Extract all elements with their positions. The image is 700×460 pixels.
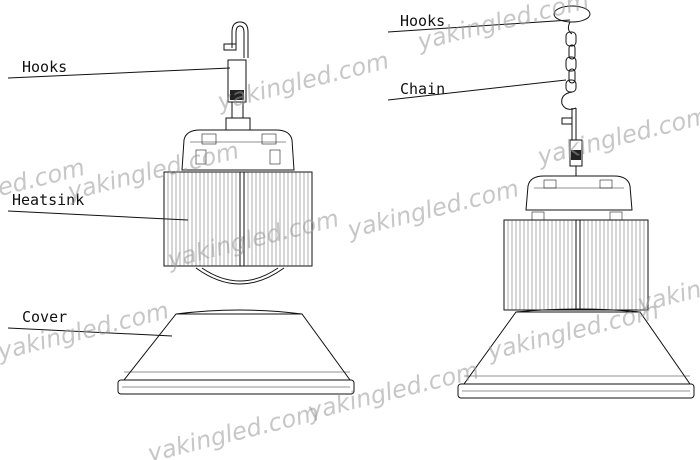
- watermark-7: yakingled.com: [164, 204, 342, 274]
- left-driver-housing: [181, 129, 295, 171]
- right-heatsink: [503, 219, 649, 311]
- left-heatsink: [163, 171, 313, 267]
- watermark-6: yakingled.com: [344, 174, 522, 244]
- right-ceiling-hook: [553, 5, 591, 35]
- left-hook: [223, 21, 251, 131]
- left-lens-ring: [195, 267, 285, 285]
- watermark-2: yakingled.com: [214, 46, 392, 116]
- leader-left-hooks: [7, 67, 231, 79]
- watermark-11: yakingled.com: [144, 398, 322, 460]
- label-left-cover-text: Cover: [22, 308, 67, 326]
- left-cover: [117, 309, 355, 395]
- leader-left-cover: [7, 327, 173, 337]
- left-lamp: [117, 21, 355, 395]
- watermark-9: yakingled.com: [484, 296, 662, 366]
- right-driver-housing: [525, 175, 633, 221]
- watermark-8: yakingled.com: [0, 296, 172, 366]
- watermark-10: yakingled.com: [304, 356, 482, 426]
- label-left-hooks: Hooks: [7, 58, 231, 79]
- watermark-1: yakingled.com: [414, 0, 592, 56]
- label-right-hooks-text: Hooks: [400, 12, 445, 30]
- leader-right-hooks: [387, 19, 571, 33]
- right-chain: [565, 31, 577, 93]
- label-left-hooks-text: Hooks: [22, 58, 67, 76]
- label-left-heatsink-text: Heatsink: [12, 191, 84, 209]
- watermark-5: yakingled.com: [534, 101, 700, 171]
- right-lamp: [457, 5, 695, 399]
- label-left-cover: Cover: [7, 308, 173, 337]
- label-left-heatsink: Heatsink: [7, 191, 189, 221]
- label-right-chain: Chain: [387, 79, 567, 101]
- label-right-hooks: Hooks: [387, 12, 571, 33]
- leader-left-heatsink: [7, 210, 189, 221]
- watermark-12: yakin: [634, 275, 700, 318]
- label-right-chain-text: Chain: [400, 80, 445, 98]
- right-hook: [561, 91, 583, 176]
- leader-right-chain: [387, 79, 567, 101]
- right-cover: [457, 308, 695, 399]
- watermark-4: yakingled.com: [64, 136, 242, 206]
